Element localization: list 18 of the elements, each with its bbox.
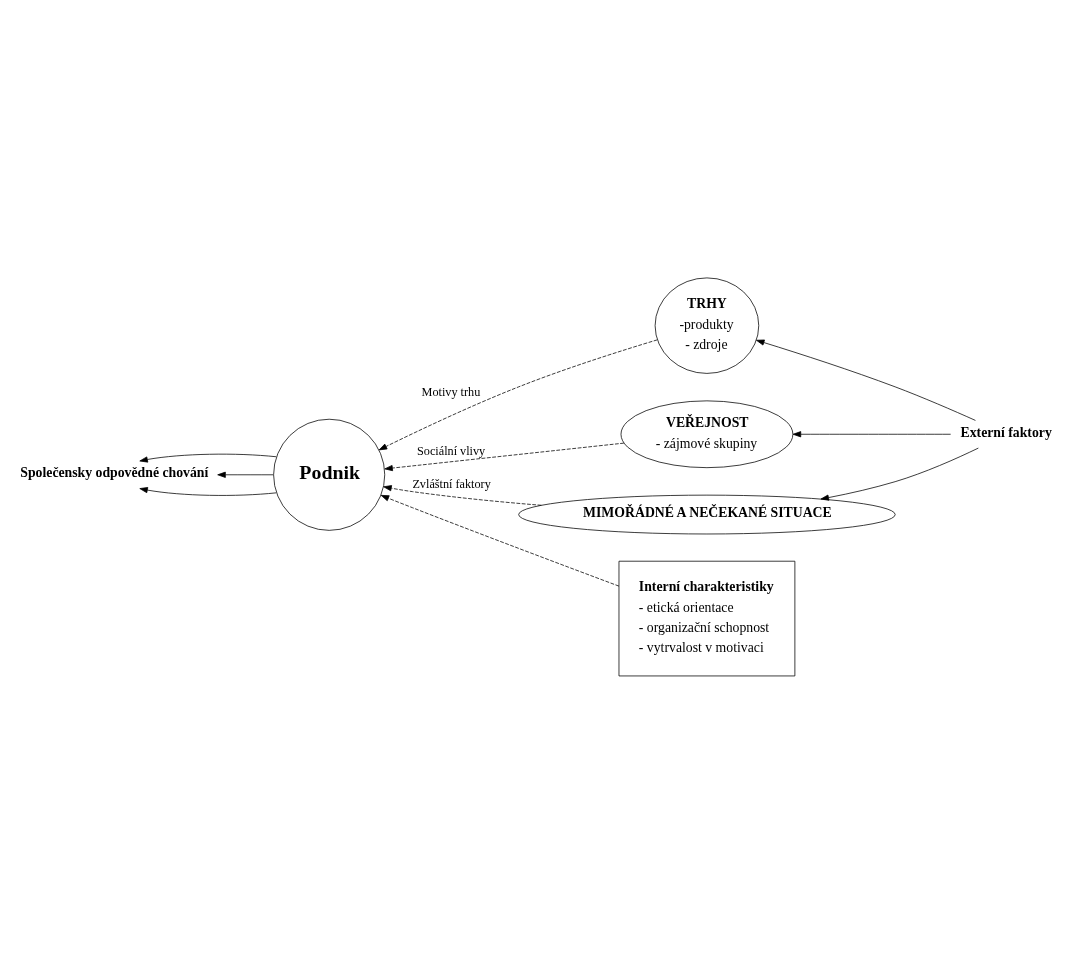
node-circle: TRHY -produkty - zdroje — [654, 277, 760, 374]
edge-label: Motivy trhu — [421, 384, 481, 399]
edge-label: Zvláštní faktory — [412, 476, 491, 491]
arrow — [139, 486, 277, 496]
node-box: Interní charakteristiky - etická orientace - organizační schopnost - vytrvalost v motivaci — [618, 560, 796, 676]
arrow — [820, 447, 979, 501]
arrow — [217, 471, 274, 478]
arrow — [384, 442, 625, 471]
arrow — [792, 430, 952, 437]
arrow — [383, 484, 542, 506]
arrow — [378, 339, 658, 450]
arrow — [139, 453, 277, 462]
edge-label: Sociální vlivy — [417, 443, 486, 458]
arrow — [380, 494, 620, 586]
node-ellipse: VEŘEJNOST - zájmové skupiny — [620, 399, 794, 468]
node-text: Externí faktory — [960, 424, 1052, 440]
node-text: Společensky odpovědné chování — [20, 464, 209, 480]
arrow — [756, 339, 976, 421]
